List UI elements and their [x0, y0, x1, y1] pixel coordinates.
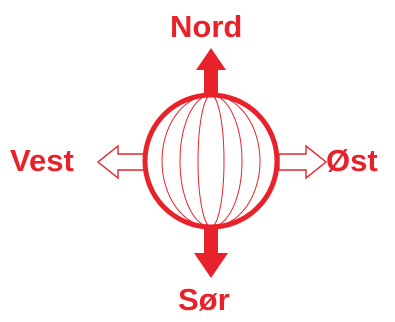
arrow-right-outline-icon [278, 144, 328, 180]
globe-icon [142, 92, 280, 230]
arrow-up-filled-icon [196, 48, 226, 96]
south-label: Sør [178, 282, 230, 317]
arrow-left-outline-icon [96, 144, 145, 180]
west-label: Vest [10, 143, 74, 178]
arrow-down-filled-icon [194, 226, 228, 278]
east-label: Øst [326, 143, 378, 178]
north-label: Nord [170, 9, 243, 44]
